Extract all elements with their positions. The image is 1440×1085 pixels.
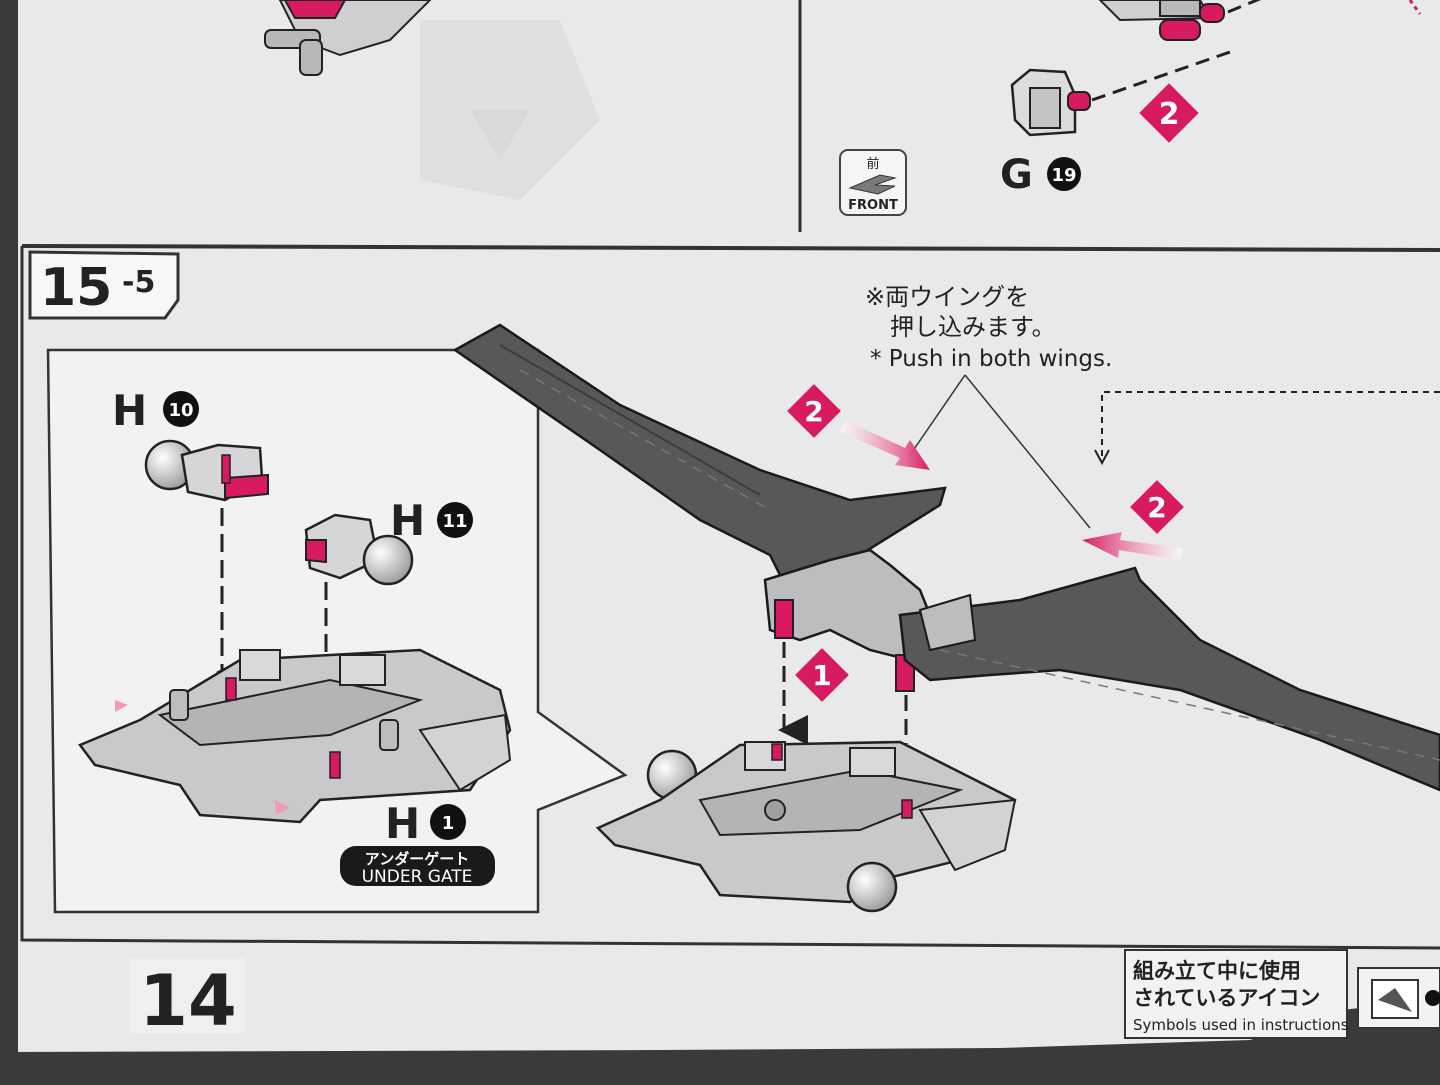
- icon-legend-jp-line1: 組み立て中に使用: [1133, 959, 1301, 983]
- wing-hinge-drawing: [763, 548, 932, 692]
- page-number-box: [130, 958, 245, 1033]
- svg-text:2: 2: [1159, 97, 1180, 132]
- under-gate-jp: アンダーゲート: [365, 850, 469, 868]
- svg-text:2: 2: [1147, 491, 1166, 524]
- note-en: * Push in both wings.: [870, 346, 1112, 372]
- part-h1-number: 1: [442, 813, 455, 834]
- part-h1-letter: H: [385, 799, 420, 848]
- order-marker-2-top: 2: [1139, 83, 1199, 143]
- step-major: 15: [40, 258, 112, 318]
- part-h10-number-circle: [163, 391, 199, 427]
- main-chassis-drawing: [595, 740, 1017, 913]
- part-h10-drawing: [144, 439, 269, 687]
- part-h10-letter: H: [112, 386, 147, 435]
- part-h11-number: 11: [442, 511, 467, 532]
- svg-text:2: 2: [804, 395, 823, 428]
- note-jp-line1: ※両ウイングを: [865, 283, 1029, 311]
- part-g19-number: 19: [1051, 165, 1076, 186]
- push-arrow-right: [1082, 532, 1183, 560]
- under-gate-en: UNDER GATE: [362, 867, 473, 887]
- guide-line-dashed: [1101, 391, 1440, 460]
- part-h11-letter: H: [390, 496, 425, 545]
- step-panel-border: [20, 246, 1440, 950]
- left-wing-drawing: [452, 323, 947, 582]
- top-right-part-fragment: [1098, 0, 1422, 41]
- svg-text:FRONT: FRONT: [848, 198, 898, 213]
- panel-divider-horizontal: [21, 244, 1440, 252]
- step-number-label: 15 -5: [28, 250, 180, 320]
- note-leader-right: [964, 374, 1091, 529]
- under-gate-badge: アンダーゲート UNDER GATE: [340, 846, 495, 887]
- note-leader-left: [909, 374, 966, 456]
- svg-text:前: 前: [866, 156, 879, 172]
- push-arrow-left: [840, 420, 930, 470]
- part-g19-number-circle: [1047, 157, 1081, 191]
- part-g19-letter: G: [1000, 152, 1033, 198]
- part-h1-number-circle: [430, 804, 466, 840]
- note-jp-line2: 押し込みます。: [890, 313, 1056, 341]
- front-direction-icon: 前 FRONT: [839, 149, 907, 216]
- previous-step-wing-fragment: [264, 0, 432, 76]
- part-h10-number: 10: [168, 400, 193, 421]
- page-number: 14: [139, 960, 236, 1042]
- svg-text:1: 1: [812, 659, 831, 692]
- faded-background-art: [420, 20, 600, 200]
- right-wing-drawing: [898, 566, 1440, 792]
- icon-legend-jp-line2: されているアイコン: [1133, 986, 1320, 1010]
- part-g19-drawing: [1010, 50, 1231, 137]
- part-h1-frame-drawing: [78, 648, 512, 824]
- icon-legend-en: Symbols used in instructions: [1133, 1016, 1349, 1034]
- step-minor: -5: [122, 265, 155, 300]
- part-h11-number-circle: [437, 502, 473, 538]
- icon-legend-box: 組み立て中に使用 されているアイコン Symbols used in instr…: [1124, 949, 1440, 1039]
